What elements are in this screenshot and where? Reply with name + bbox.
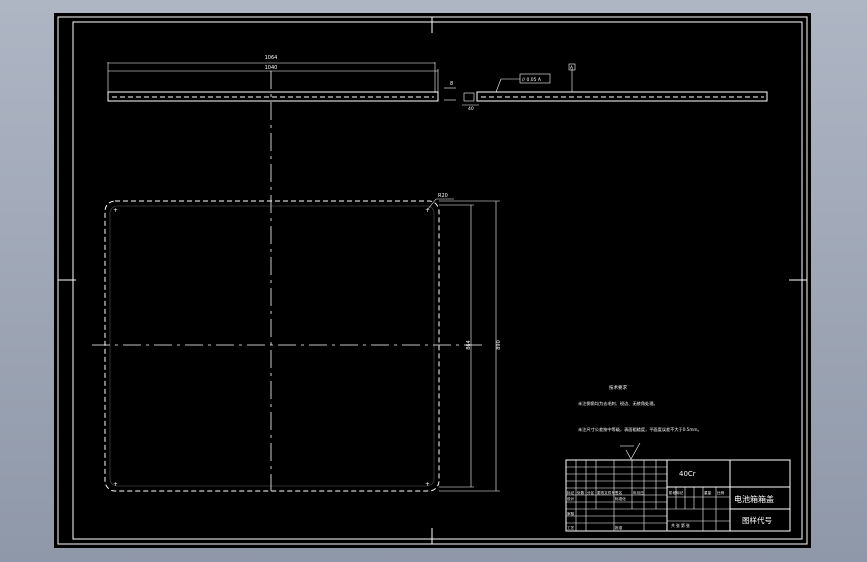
cell-signature: 签名	[615, 490, 623, 495]
plan-view: + + + +	[104, 198, 500, 492]
part-name: 电池箱箱盖	[734, 494, 774, 504]
outer-frame	[57, 16, 808, 545]
svg-text:+: +	[425, 207, 430, 214]
cell-mark: 标记	[567, 490, 575, 495]
section-label: A	[570, 65, 574, 71]
svg-text:+: +	[113, 481, 118, 488]
dim-end-small: 40	[468, 106, 474, 112]
dim-height-outer: 890	[496, 340, 502, 350]
side-view-left	[107, 62, 456, 102]
svg-text:+: +	[113, 207, 118, 214]
cell-standardize: 标准化	[615, 496, 626, 501]
cell-scale: 比例	[717, 490, 725, 495]
dim-height-inner: 864	[466, 340, 472, 350]
dim-thickness: 8	[450, 81, 453, 87]
cell-review: 审核	[567, 511, 575, 516]
notes-line-2: 未注尺寸公差按中等级，表面粗糙度，平面度误差不大于0.5mm。	[578, 426, 702, 433]
cell-stage-mark: 阶段标记	[669, 490, 684, 495]
cell-count: 处数	[577, 490, 585, 495]
dim-inner-length: 1040	[265, 65, 278, 71]
title-block	[565, 459, 791, 532]
tolerance-box-text: // 0.05 A	[522, 77, 542, 83]
cell-approve: 批准	[615, 525, 623, 530]
notes-line-1: 未注倒角均为去毛刺、锐边、无棱角处理。	[578, 400, 658, 407]
side-view-right	[462, 63, 768, 106]
dim-overall-length: 1064	[265, 55, 278, 61]
drawing-sheet: 1064 1040 8 40 // 0.05 A A + + + + 864 8…	[54, 13, 811, 548]
svg-text:+: +	[425, 481, 430, 488]
cell-date: 年月日	[633, 490, 644, 495]
corner-note: R20	[438, 193, 448, 199]
roughness-symbol-icon	[620, 442, 641, 460]
cell-weight: 重量	[704, 490, 712, 495]
cell-process: 工艺	[567, 525, 575, 530]
cell-design: 设计	[567, 496, 575, 501]
cell-change-doc: 更改文件号	[597, 490, 615, 495]
cad-drawing: 1064 1040 8 40 // 0.05 A A + + + + 864 8…	[57, 16, 808, 545]
tolerance-frame	[519, 73, 551, 84]
material-text: 40Cr	[679, 470, 696, 478]
drawing-code: 图样代号	[742, 515, 772, 525]
cell-zone: 分区	[587, 490, 595, 495]
notes-title: 技术要求	[609, 384, 627, 391]
cell-sheets: 共 张 第 张	[671, 523, 690, 528]
